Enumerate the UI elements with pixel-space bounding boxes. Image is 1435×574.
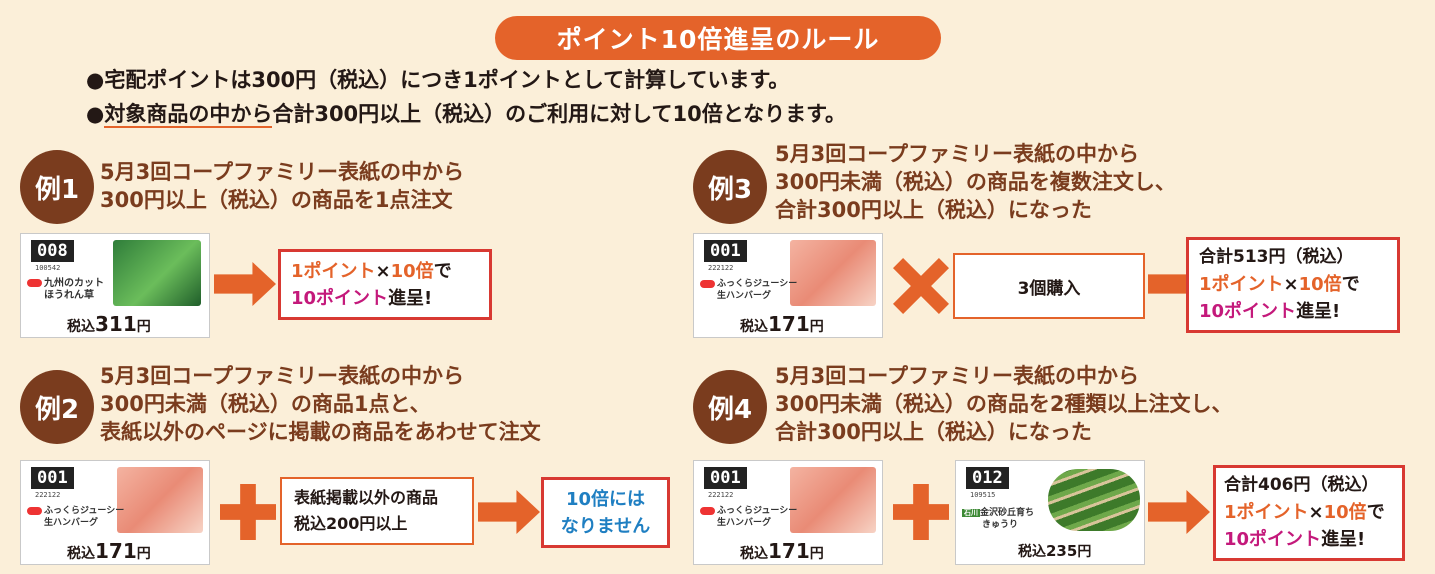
product-price: 税込235円	[1018, 542, 1092, 560]
coop-logo-icon	[27, 506, 42, 515]
description-line: 300円未満（税込）の商品を複数注文し、	[775, 170, 1176, 194]
coop-logo-icon	[27, 279, 42, 287]
product-subcode: 222122	[708, 264, 734, 272]
coop-logo-icon	[700, 506, 715, 515]
product-card-001: 001 222122 ふっくらジューシー生ハンバーグ 税込171円	[693, 233, 883, 338]
product-name: ふっくらジューシー生ハンバーグ	[700, 278, 797, 302]
product-price: 税込171円	[67, 539, 151, 563]
arrow-right-icon	[214, 262, 276, 306]
rule-2: ●対象商品の中から合計300円以上（税込）のご利用に対して10倍となります。	[86, 98, 846, 128]
example-3-badge: 例3	[693, 150, 767, 224]
product-card-001: 001 222122 ふっくらジューシー生ハンバーグ 税込171円	[20, 460, 210, 565]
product-code: 012	[966, 467, 1009, 489]
arrow-right-icon	[1148, 490, 1210, 534]
plus-icon	[220, 484, 276, 540]
product-name: 石川金沢砂丘育ちきゅうり	[962, 508, 1035, 530]
example-1-description: 5月3回コープファミリー表紙の中から 300円以上（税込）の商品を1点注文	[100, 158, 464, 214]
example-4-description: 5月3回コープファミリー表紙の中から 300円未満（税込）の商品を2種類以上注文…	[775, 362, 1232, 446]
product-card-008: 008 100542 九州のカットほうれん草 税込311円	[20, 233, 210, 338]
description-line: 5月3回コープファミリー表紙の中から	[100, 364, 464, 388]
other-products-box: 表紙掲載以外の商品 税込200円以上	[280, 477, 474, 545]
product-code: 001	[31, 467, 74, 489]
spinach-product-image	[113, 240, 201, 306]
description-line: 表紙以外のページに掲載の商品をあわせて注文	[100, 420, 541, 444]
product-subcode: 222122	[708, 491, 734, 499]
page-title: ポイント10倍進呈のルール	[495, 16, 941, 60]
example-3-description: 5月3回コープファミリー表紙の中から 300円未満（税込）の商品を複数注文し、 …	[775, 140, 1176, 224]
description-line: 300円未満（税込）の商品を2種類以上注文し、	[775, 392, 1233, 416]
bullet: ●	[86, 68, 105, 92]
description-line: 合計300円以上（税込）になった	[775, 420, 1092, 444]
rule-underlined-text: 対象商品の中から	[104, 102, 273, 128]
rule-text: 宅配ポイントは300円（税込）につき1ポイントとして計算しています。	[104, 68, 790, 92]
product-name: ふっくらジューシー生ハンバーグ	[700, 505, 797, 529]
cucumber-product-image	[1048, 469, 1140, 531]
example-4-badge: 例4	[693, 370, 767, 444]
plus-icon	[893, 484, 949, 540]
description-line: 5月3回コープファミリー表紙の中から	[100, 160, 464, 184]
hamburger-product-image	[117, 467, 203, 533]
product-price: 税込311円	[67, 312, 151, 336]
description-line: 5月3回コープファミリー表紙の中から	[775, 142, 1139, 166]
description-line: 300円未満（税込）の商品1点と、	[100, 392, 431, 416]
example-2-description: 5月3回コープファミリー表紙の中から 300円未満（税込）の商品1点と、 表紙以…	[100, 362, 541, 446]
coop-logo-icon	[700, 279, 715, 288]
product-code: 008	[31, 240, 74, 262]
description-line: 300円以上（税込）の商品を1点注文	[100, 188, 453, 212]
example-1-badge: 例1	[20, 150, 94, 224]
rule-1: ●宅配ポイントは300円（税込）につき1ポイントとして計算しています。	[86, 64, 789, 94]
product-subcode: 109515	[970, 491, 996, 499]
product-price: 税込171円	[740, 539, 824, 563]
example-2-badge: 例2	[20, 370, 94, 444]
quantity-box: 3個購入	[953, 253, 1145, 319]
description-line: 5月3回コープファミリー表紙の中から	[775, 364, 1139, 388]
product-subcode: 222122	[35, 491, 61, 499]
result-box-4: 合計406円（税込） 1ポイント×10倍で 10ポイント進呈!	[1213, 465, 1405, 561]
multiply-icon	[893, 258, 949, 314]
product-code: 001	[704, 240, 747, 262]
result-box-1: 1ポイント×10倍で 10ポイント進呈!	[278, 249, 492, 320]
result-box-3: 合計513円（税込） 1ポイント×10倍で 10ポイント進呈!	[1186, 237, 1400, 333]
product-name: ふっくらジューシー生ハンバーグ	[27, 505, 124, 529]
product-card-012: 012 109515 石川金沢砂丘育ちきゅうり 税込235円	[955, 460, 1145, 565]
result-box-2: 10倍には なりません	[541, 477, 670, 548]
product-code: 001	[704, 467, 747, 489]
product-price: 税込171円	[740, 312, 824, 336]
product-card-001: 001 222122 ふっくらジューシー生ハンバーグ 税込171円	[693, 460, 883, 565]
description-line: 合計300円以上（税込）になった	[775, 198, 1092, 222]
rule-text: 合計300円以上（税込）のご利用に対して10倍となります。	[272, 102, 847, 126]
product-name: 九州のカットほうれん草	[27, 278, 104, 302]
arrow-right-icon	[478, 490, 540, 534]
hamburger-product-image	[790, 240, 876, 306]
bullet: ●	[86, 102, 105, 126]
product-subcode: 100542	[35, 264, 61, 272]
hamburger-product-image	[790, 467, 876, 533]
